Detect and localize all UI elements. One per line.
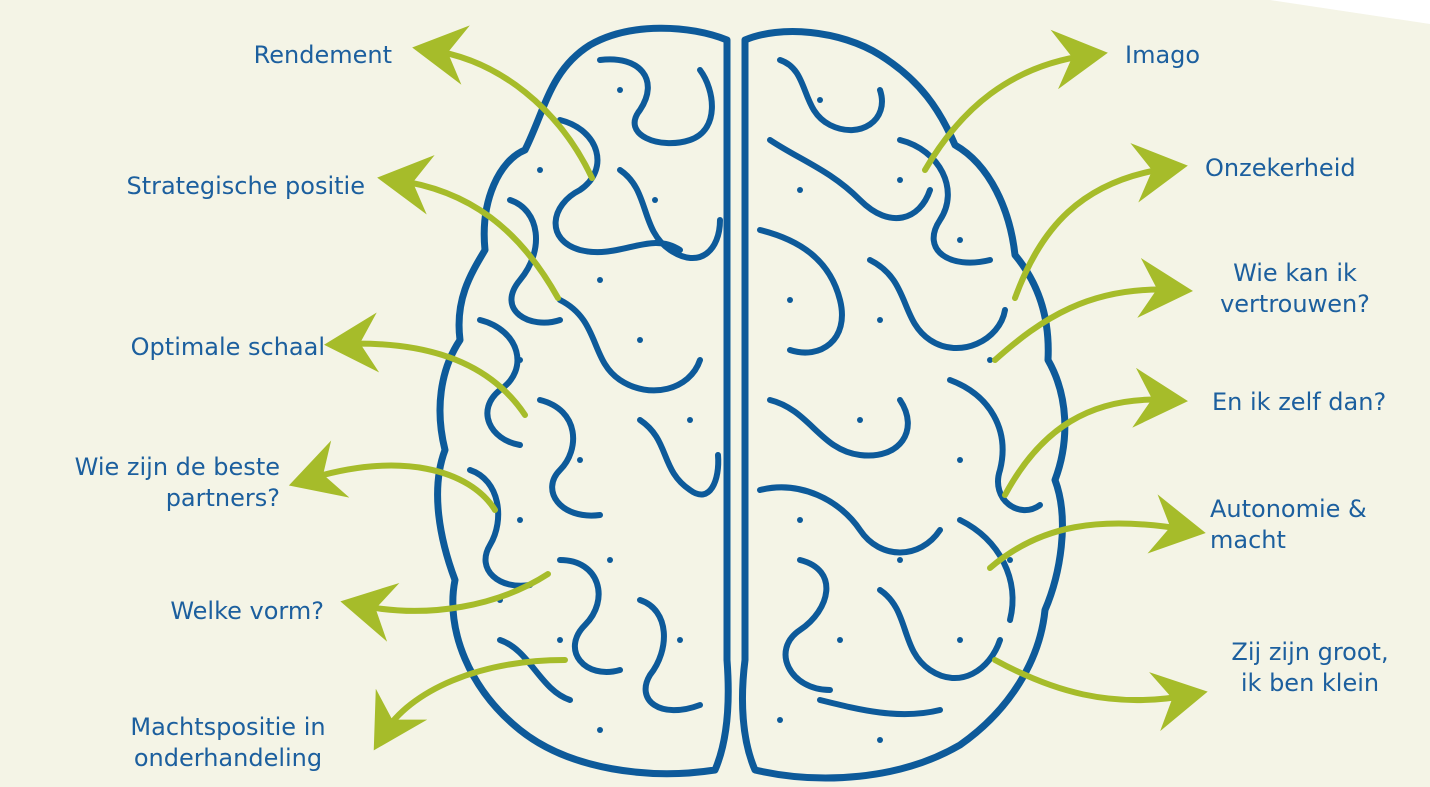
arrow-imago: [925, 55, 1090, 170]
label-groot-klein: Zij zijn groot, ik ben klein: [1205, 637, 1415, 699]
arrow-beste-partners: [306, 466, 495, 510]
label-strategische-positie: Strategische positie: [40, 171, 365, 202]
label-beste-partners: Wie zijn de beste partners?: [0, 452, 280, 514]
arrow-ik-zelf: [1005, 400, 1170, 495]
arrow-onzekerheid: [1015, 168, 1170, 298]
left-gyri: [470, 59, 720, 710]
label-machtspositie: Machtspositie in onderhandeling: [80, 712, 376, 774]
label-rendement: Rendement: [180, 40, 392, 71]
label-autonomie: Autonomie & macht: [1210, 494, 1420, 556]
label-welke-vorm: Welke vorm?: [100, 596, 324, 627]
label-ik-zelf: En ik zelf dan?: [1212, 387, 1427, 418]
arrow-autonomie: [990, 523, 1188, 568]
arrow-vertrouwen: [995, 290, 1175, 360]
label-optimale-schaal: Optimale schaal: [40, 332, 325, 363]
left-arrows: [306, 50, 592, 735]
right-gyri: [760, 60, 1040, 714]
label-onzekerheid: Onzekerheid: [1205, 153, 1415, 184]
arrow-optimale-schaal: [342, 344, 525, 415]
label-vertrouwen: Wie kan ik vertrouwen?: [1195, 258, 1395, 320]
label-imago: Imago: [1125, 40, 1325, 71]
